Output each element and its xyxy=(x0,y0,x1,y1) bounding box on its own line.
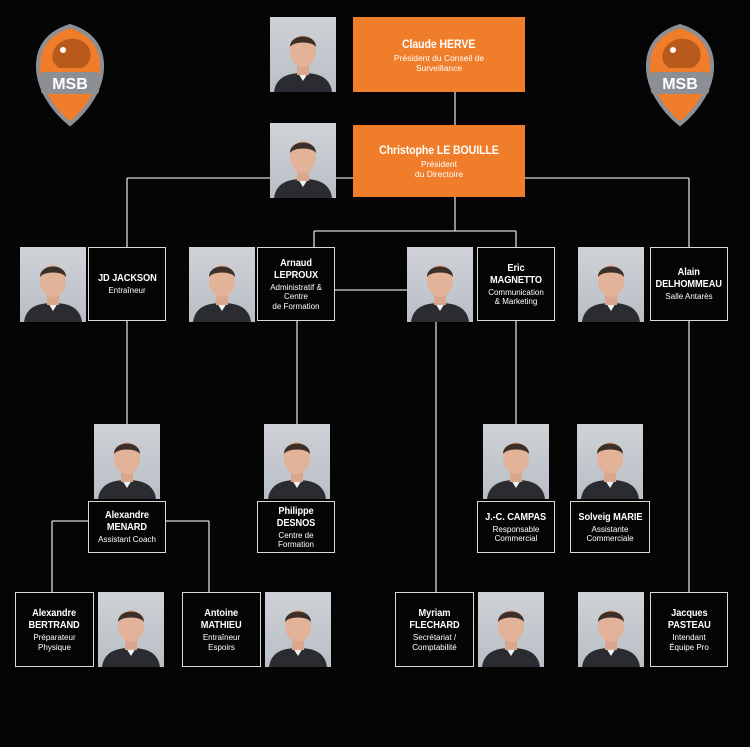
msb-logo-right: MSB xyxy=(643,22,717,128)
person-name: Jacques PASTEAU xyxy=(667,607,711,631)
photo-flechard xyxy=(478,592,544,667)
msb-logo-left: MSB xyxy=(33,22,107,128)
person-name: J.-C. CAMPAS xyxy=(485,510,547,523)
person-role: Salle Antarès xyxy=(665,292,713,302)
person-card-leproux: Arnaud LEPROUX Administratif & Centre de… xyxy=(257,247,335,321)
photo-menard xyxy=(94,424,160,499)
person-photo-icon xyxy=(274,141,332,198)
photo-mathieu xyxy=(265,592,331,667)
person-card-marie: Solveig MARIE Assistante Commerciale xyxy=(570,501,650,553)
person-card-herve: Claude HERVE Président du Conseil de Sur… xyxy=(353,17,525,92)
photo-magnetto xyxy=(407,247,473,322)
person-photo-icon xyxy=(274,35,332,92)
person-role: Préparateur Physique xyxy=(33,633,76,652)
person-card-magnetto: Eric MAGNETTO Communication & Marketing xyxy=(477,247,555,321)
photo-lebouille xyxy=(270,123,336,198)
person-photo-icon xyxy=(487,442,545,499)
person-card-pasteau: Jacques PASTEAU Intendant Équipe Pro xyxy=(650,592,728,667)
person-name: Philippe DESNOS xyxy=(276,504,316,529)
person-role: Responsable Commercial xyxy=(492,524,540,544)
person-role: Communication & Marketing xyxy=(488,287,544,307)
photo-jackson xyxy=(20,247,86,322)
person-card-jackson: JD JACKSON Entraîneur xyxy=(88,247,166,321)
person-role: Président du Directoire xyxy=(414,159,464,179)
photo-pasteau xyxy=(578,592,644,667)
person-role: Assistante Commerciale xyxy=(586,524,634,544)
photo-campas xyxy=(483,424,549,499)
person-card-desnos: Philippe DESNOS Centre de Formation xyxy=(257,501,335,553)
person-name: Antoine MATHIEU xyxy=(201,607,242,631)
logo-text: MSB xyxy=(52,76,88,93)
person-name: Alain DELHOMMEAU xyxy=(655,266,723,291)
person-card-mathieu: Antoine MATHIEU Entraîneur Espoirs xyxy=(182,592,261,667)
person-photo-icon xyxy=(582,610,640,667)
photo-leproux xyxy=(189,247,255,322)
person-name: Alexandre MENARD xyxy=(105,509,149,534)
person-role: Président du Conseil de Surveillance xyxy=(393,52,485,73)
person-name: Christophe LE BOUILLE xyxy=(379,143,499,157)
person-photo-icon xyxy=(268,442,326,499)
photo-bertrand xyxy=(98,592,164,667)
person-name: Eric MAGNETTO xyxy=(489,261,543,286)
msb-lion-logo-icon: MSB xyxy=(645,23,715,127)
person-photo-icon xyxy=(193,265,251,322)
person-photo-icon xyxy=(102,610,160,667)
photo-desnos xyxy=(264,424,330,499)
person-name: JD JACKSON xyxy=(97,272,157,285)
person-photo-icon xyxy=(582,265,640,322)
person-photo-icon xyxy=(98,442,156,499)
person-card-campas: J.-C. CAMPAS Responsable Commercial xyxy=(477,501,555,553)
person-name: Solveig MARIE xyxy=(577,510,643,523)
person-role: Secrétariat / Comptabilité xyxy=(412,633,457,652)
person-card-lebouille: Christophe LE BOUILLE Président du Direc… xyxy=(353,125,525,197)
person-role: Administratif & Centre de Formation xyxy=(270,282,322,311)
person-photo-icon xyxy=(482,610,540,667)
person-card-bertrand: Alexandre BERTRAND Préparateur Physique xyxy=(15,592,94,667)
person-name: Myriam FLECHARD xyxy=(409,607,460,631)
person-role: Assistant Coach xyxy=(98,535,156,545)
person-name: Claude HERVE xyxy=(402,36,476,51)
msb-lion-logo-icon: MSB xyxy=(35,23,105,127)
person-role: Intendant Équipe Pro xyxy=(669,633,709,652)
photo-delhommeau xyxy=(578,247,644,322)
photo-marie xyxy=(577,424,643,499)
person-name: Alexandre BERTRAND xyxy=(28,607,81,631)
person-card-delhommeau: Alain DELHOMMEAU Salle Antarès xyxy=(650,247,728,321)
person-role: Centre de Formation xyxy=(277,530,314,550)
person-photo-icon xyxy=(581,442,639,499)
person-role: Entraîneur Espoirs xyxy=(202,633,241,652)
photo-herve xyxy=(270,17,336,92)
person-name: Arnaud LEPROUX xyxy=(273,256,319,281)
person-card-flechard: Myriam FLECHARD Secrétariat / Comptabili… xyxy=(395,592,474,667)
person-role: Entraîneur xyxy=(108,286,146,296)
person-card-menard: Alexandre MENARD Assistant Coach xyxy=(88,501,166,553)
person-photo-icon xyxy=(411,265,469,322)
person-photo-icon xyxy=(269,610,327,667)
person-photo-icon xyxy=(24,265,82,322)
logo-text: MSB xyxy=(662,76,698,93)
